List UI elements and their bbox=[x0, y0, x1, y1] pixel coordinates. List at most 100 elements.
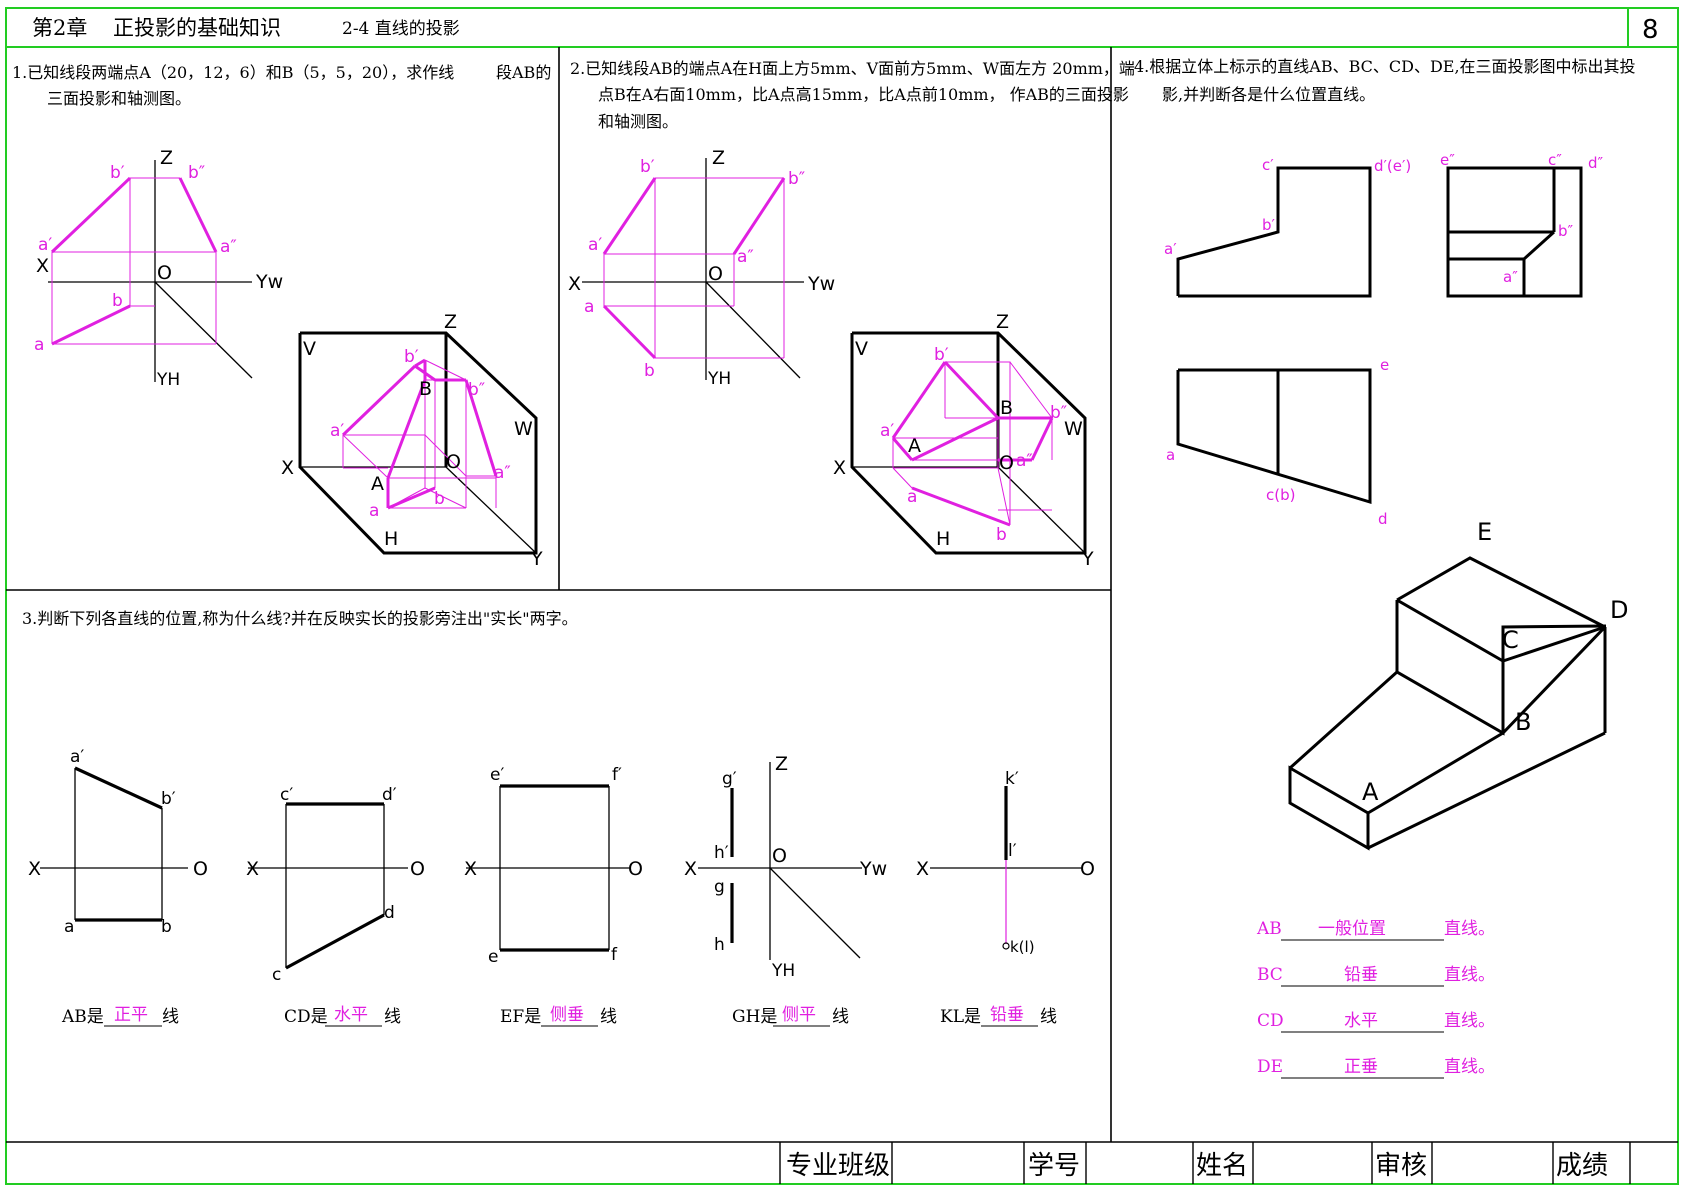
p3-answer-kl-value: 铅垂 bbox=[990, 1005, 1024, 1025]
p3ab-b1: b′ bbox=[161, 789, 176, 809]
p2-axis-z: Z bbox=[712, 147, 725, 169]
p3kl-k1: k′ bbox=[1005, 769, 1019, 789]
svg-text:直线。: 直线。 bbox=[1444, 1011, 1495, 1031]
p1-iso-w: W bbox=[514, 418, 533, 440]
svg-text:EF是: EF是 bbox=[500, 1007, 541, 1027]
p4-iso-E: E bbox=[1477, 518, 1492, 546]
p3ef-o: O bbox=[628, 858, 643, 880]
problem2-text-line1: 2.已知线段AB的端点A在H面上方5mm、V面前方5mm、W面左方 20mm，端 bbox=[570, 59, 1135, 78]
p4-label-cb: c(b) bbox=[1266, 486, 1295, 504]
p3cd-o: O bbox=[410, 858, 425, 880]
problem4-text-line2: 影,并判断各是什么位置直线。 bbox=[1162, 85, 1375, 104]
p3ab-a1: a′ bbox=[70, 747, 84, 767]
p1-iso-v: V bbox=[303, 338, 316, 360]
p3cd-c1: c′ bbox=[280, 785, 293, 805]
p2-iso-h: H bbox=[936, 528, 950, 550]
p1-iso-x: X bbox=[281, 457, 294, 479]
p3gh-h1: h′ bbox=[714, 843, 729, 863]
p4-iso-A: A bbox=[1362, 778, 1379, 806]
chapter-title: 正投影的基础知识 bbox=[113, 16, 281, 40]
p3cd-d: d bbox=[384, 903, 395, 923]
p1-origin: O bbox=[157, 262, 172, 284]
svg-text:GH是: GH是 bbox=[732, 1007, 777, 1027]
p3kl-o: O bbox=[1080, 858, 1095, 880]
p2-three-view: X O Z Yw YH b′ b″ a′ a″ a b bbox=[568, 147, 835, 389]
footer-student-id: 学号 bbox=[1028, 1151, 1080, 1181]
p4-label-d2: d″ bbox=[1588, 154, 1604, 172]
p2-iso-x: X bbox=[833, 457, 846, 479]
svg-text:线: 线 bbox=[600, 1007, 617, 1027]
problem3-text: 3.判断下列各直线的位置,称为什么线?并在反映实长的投影旁注出"实长"两字。 bbox=[22, 609, 578, 628]
p3-line-gh: X O Z Yw YH g′ h′ g h bbox=[684, 753, 887, 981]
p1-label-a: a bbox=[34, 335, 44, 355]
p3-line-cd: X O c′ d′ c d bbox=[246, 785, 425, 985]
p4-answer-cd: CD 水平 直线。 bbox=[1257, 1011, 1495, 1033]
problem1-text-line1: 1.已知线段两端点A（20，12，6）和B（5，5，20），求作线 bbox=[12, 63, 454, 82]
p2-label-b: b bbox=[644, 361, 655, 381]
p4-answer-de-value: 正垂 bbox=[1344, 1057, 1378, 1077]
p3ef-f: f bbox=[611, 945, 618, 965]
title-block bbox=[779, 1142, 1631, 1184]
p2-label-a1: a′ bbox=[588, 235, 602, 255]
p3gh-z: Z bbox=[775, 753, 788, 775]
p4-answer-de: DE 正垂 直线。 bbox=[1257, 1057, 1495, 1079]
p4-label-d1e1: d′(e′) bbox=[1374, 157, 1411, 175]
p2-iso-w: W bbox=[1064, 418, 1083, 440]
p1-label-b: b bbox=[112, 291, 123, 311]
svg-text:CD: CD bbox=[1257, 1011, 1284, 1031]
p1-label-a2: a″ bbox=[220, 237, 237, 257]
problem1-text-line2: 三面投影和轴测图。 bbox=[47, 89, 191, 108]
p4-label-a: a bbox=[1166, 446, 1175, 464]
p3cd-x: X bbox=[246, 858, 259, 880]
svg-text:AB: AB bbox=[1256, 919, 1282, 939]
p1-iso-h: H bbox=[384, 528, 398, 550]
p4-label-e: e bbox=[1380, 356, 1389, 374]
footer-score: 成绩 bbox=[1556, 1151, 1608, 1181]
p3gh-x: X bbox=[684, 858, 697, 880]
p3ab-b: b bbox=[161, 917, 172, 937]
p2-iso-b1: b′ bbox=[934, 345, 949, 365]
p3-answer-gh-value: 侧平 bbox=[782, 1005, 816, 1025]
p3kl-x: X bbox=[916, 858, 929, 880]
p2-label-a2: a″ bbox=[737, 247, 754, 267]
p2-iso-o: O bbox=[999, 452, 1014, 474]
p4-iso-C: C bbox=[1502, 626, 1519, 654]
p4-answer-bc: BC 铅垂 直线。 bbox=[1257, 965, 1495, 987]
problem2-text-line2: 点B在A右面10mm，比A点高15mm，比A点前10mm， 作AB的三面投影 bbox=[598, 85, 1129, 104]
p4-label-b2: b″ bbox=[1558, 222, 1574, 240]
p3ef-x: X bbox=[464, 858, 477, 880]
chapter-label: 第2章 bbox=[32, 16, 87, 40]
p2-axis-yw: Yw bbox=[807, 273, 835, 295]
p3-answer-kl: KL是 铅垂 线 bbox=[940, 1005, 1057, 1027]
p3-line-kl: X O k′ l′ k(l) bbox=[916, 769, 1095, 956]
p3ef-f1: f′ bbox=[612, 765, 622, 785]
p3-answer-ef-value: 侧垂 bbox=[550, 1005, 584, 1025]
svg-text:DE: DE bbox=[1257, 1057, 1283, 1077]
p2-iso-y: Y bbox=[1081, 548, 1094, 570]
svg-text:KL是: KL是 bbox=[940, 1007, 981, 1027]
p2-iso-B: B bbox=[1000, 397, 1013, 419]
p2-isometric: V Z W X O H Y A B b′ b″ a′ a″ a b bbox=[833, 311, 1094, 570]
p1-iso-z: Z bbox=[444, 311, 457, 333]
p3-answer-ab-value: 正平 bbox=[114, 1005, 148, 1025]
p4-front-view: c′ d′(e′) b′ a′ bbox=[1164, 156, 1411, 298]
svg-text:CD是: CD是 bbox=[284, 1007, 328, 1027]
p3ab-a: a bbox=[64, 917, 74, 937]
p4-label-d: d bbox=[1378, 510, 1388, 528]
problem2-text-line3: 和轴测图。 bbox=[598, 112, 678, 131]
p4-answers: AB 一般位置 直线。 BC 铅垂 直线。 CD 水平 直线。 DE 正垂 直线… bbox=[1256, 919, 1495, 1079]
p2-axis-yh: YH bbox=[707, 369, 731, 389]
p4-answer-ab-value: 一般位置 bbox=[1318, 919, 1386, 939]
p4-side-view bbox=[1446, 166, 1583, 298]
p4-label-c2: c″ bbox=[1548, 151, 1562, 169]
p4-label-e2: e″ bbox=[1440, 151, 1455, 169]
p2-iso-a2: a″ bbox=[1016, 451, 1033, 471]
p3gh-yh: YH bbox=[771, 961, 795, 981]
p1-three-view: X O Z Yw YH b′ b″ a′ a″ b a bbox=[34, 147, 283, 390]
svg-text:线: 线 bbox=[832, 1007, 849, 1027]
p3-answer-ef: EF是 侧垂 线 bbox=[500, 1005, 617, 1027]
p1-axis-x: X bbox=[36, 255, 49, 277]
p2-iso-a: a bbox=[907, 487, 917, 507]
p1-iso-a: a bbox=[369, 501, 379, 521]
